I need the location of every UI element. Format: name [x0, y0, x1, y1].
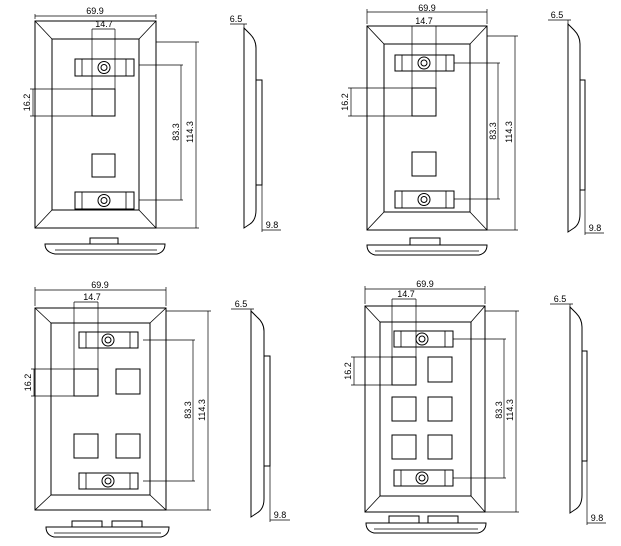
variant-3-bottom-view	[45, 520, 170, 538]
variant-3-front-view	[34, 307, 167, 511]
variant-1-bottom-screw-tab	[74, 191, 135, 210]
screw-spacing-dimension: 83.3	[183, 401, 193, 419]
variant-2-port-opening	[411, 151, 437, 177]
thickness-dimension: 6.5	[230, 14, 243, 24]
port-width-dimension: 14.7	[83, 292, 101, 302]
variant-2-port-opening	[411, 87, 437, 117]
variant-3-port-opening	[115, 368, 141, 395]
screw-spacing-dimension: 83.3	[488, 122, 498, 140]
variant-1-front-view	[34, 20, 157, 229]
variant-4-port-opening	[391, 356, 417, 386]
variant-4-top-screw-tab	[393, 330, 454, 348]
variant-2-top-screw-tab	[394, 54, 455, 72]
variant-4-port-opening	[427, 396, 453, 422]
variant-1-dimensions: 69.9 14.7 16.2 83.3 114.3	[22, 6, 199, 229]
port-height-dimension: 16.2	[340, 93, 350, 111]
variant-3-dimensions: 69.9 14.7 16.2 83.3 114.3	[23, 280, 211, 511]
variant-4-front-view	[364, 305, 486, 513]
variant-4-bottom-view	[365, 515, 487, 534]
port-width-dimension: 14.7	[415, 16, 433, 26]
thickness-dimension: 6.5	[235, 299, 248, 309]
height-dimension: 114.3	[505, 399, 515, 421]
port-height-dimension: 16.2	[22, 94, 32, 112]
variant-1-top-screw-tab	[74, 58, 135, 77]
depth-dimension: 9.8	[274, 510, 287, 520]
variant-1-bottom-view	[44, 237, 166, 255]
variant-2-bottom-screw-tab	[394, 190, 455, 209]
screw-spacing-dimension: 83.3	[171, 123, 181, 141]
variant-2-side-view: 6.5 9.8	[548, 10, 604, 235]
thickness-dimension: 6.5	[554, 294, 567, 304]
depth-dimension: 9.8	[591, 513, 604, 523]
port-width-dimension: 14.7	[397, 289, 415, 299]
variant-2-front-view	[366, 25, 488, 231]
variant-1-port-opening	[91, 88, 116, 117]
variant-4-port-opening	[427, 356, 453, 383]
variant-3-port-opening	[115, 433, 141, 459]
variant-2-bottom-view	[366, 237, 488, 256]
variant-4-port-opening	[391, 396, 417, 422]
thickness-dimension: 6.5	[551, 10, 564, 20]
depth-dimension: 9.8	[266, 220, 279, 230]
variant-4-port-opening	[427, 434, 453, 460]
port-width-dimension: 14.7	[95, 19, 113, 29]
variant-3-bottom-screw-tab	[78, 472, 139, 490]
variant-4-port-opening	[391, 434, 417, 460]
width-dimension: 69.9	[416, 279, 434, 289]
height-dimension: 114.3	[197, 399, 207, 421]
depth-dimension: 9.8	[589, 223, 602, 233]
variant-1-side-view: 6.5 9.8	[230, 14, 281, 232]
width-dimension: 69.9	[91, 280, 109, 290]
height-dimension: 114.3	[185, 121, 195, 143]
variant-3-top-screw-tab	[78, 331, 139, 349]
variant-4-dimensions: 69.9 14.7 16.2 83.3 114.3	[343, 279, 519, 513]
width-dimension: 69.9	[418, 3, 436, 13]
port-height-dimension: 16.2	[23, 374, 33, 392]
variant-1-port-opening	[91, 153, 116, 178]
variant-3-port-opening	[73, 433, 99, 459]
variant-2-dimensions: 69.9 14.7 16.2 83.3 114.3	[340, 3, 518, 231]
port-height-dimension: 16.2	[343, 362, 353, 380]
variant-3-port-opening	[73, 368, 99, 397]
height-dimension: 114.3	[504, 121, 514, 143]
screw-spacing-dimension: 83.3	[494, 401, 504, 419]
variant-4-bottom-screw-tab	[393, 469, 454, 487]
width-dimension: 69.9	[86, 6, 104, 16]
variant-3-side-view: 6.5 9.8	[231, 299, 290, 522]
variant-4-side-view: 6.5 9.8	[550, 294, 606, 525]
